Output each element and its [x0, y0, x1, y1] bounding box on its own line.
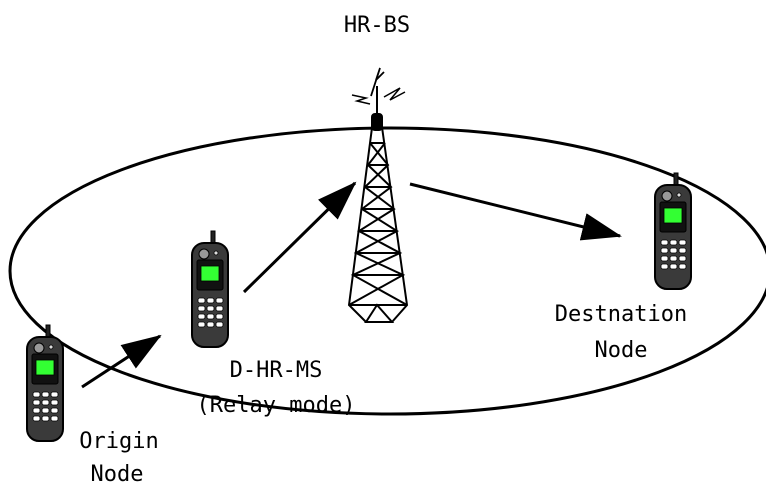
- arrow-origin-to-relay: [81, 334, 162, 389]
- origin-label-line1: Origin: [79, 429, 158, 454]
- base-station-tower-icon: [347, 67, 409, 323]
- relay-label-line2: (Relay mode): [197, 393, 356, 418]
- tower-label: HR-BS: [344, 13, 410, 38]
- destination-label-line1: Destnation: [555, 302, 687, 327]
- origin-phone-icon: [26, 324, 64, 442]
- arrow-relay-to-tower: [242, 181, 357, 294]
- relay-phone-icon: [191, 230, 229, 348]
- destination-phone-icon: [654, 172, 692, 290]
- arrow-tower-to-destination: [409, 182, 622, 241]
- relay-label-line1: D-HR-MS: [230, 358, 323, 383]
- coverage-area-ellipse: [8, 126, 766, 416]
- destination-label-line2: Node: [595, 338, 648, 363]
- origin-label-line2: Node: [91, 462, 144, 487]
